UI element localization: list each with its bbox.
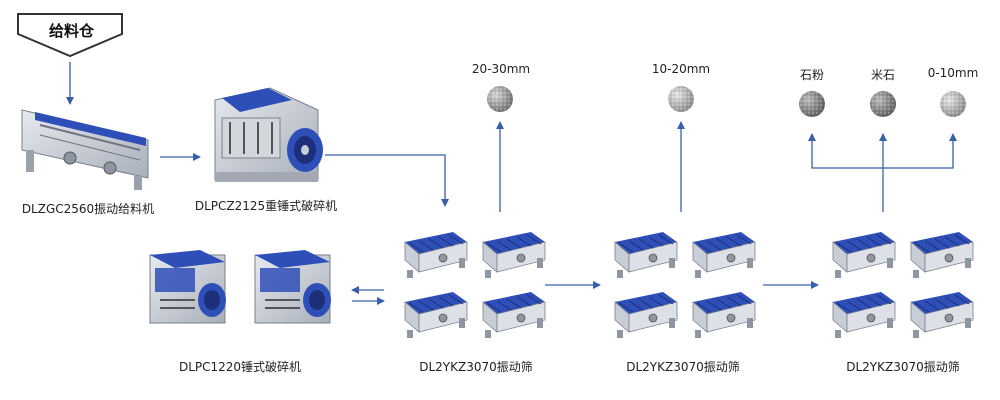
screen-3-label: DL2YKZ3070振动筛 [846, 360, 960, 374]
heavy-hammer-label: DLPCZ2125重锤式破碎机 [194, 199, 338, 213]
heavy-hammer-crusher-image [214, 87, 323, 182]
hammer-crusher-a-image [149, 250, 226, 324]
screen-3-unit-c [832, 292, 896, 338]
product-p1-label: 20-30mm [471, 62, 531, 76]
feeder-machine-image [21, 109, 149, 190]
product-p3-label: 石粉 [799, 68, 825, 82]
screen-3-unit-a [832, 232, 896, 278]
screen-2-label: DL2YKZ3070振动筛 [626, 360, 740, 374]
screen-3-unit-d [910, 292, 974, 338]
feeder-label: DLZGC2560振动给料机 [21, 202, 155, 216]
screen-2-unit-c [614, 292, 678, 338]
hammer-crusher-b-image [254, 250, 331, 324]
arrow-hammer-to-screen1 [325, 154, 449, 207]
product-stone-p2 [668, 86, 694, 112]
screen-1-label: DL2YKZ3070振动筛 [419, 360, 533, 374]
arrow-to-p3 [808, 133, 883, 169]
product-stone-p3 [799, 91, 825, 117]
screen-1-unit-c [404, 292, 468, 338]
screen-2-unit-b [692, 232, 756, 278]
screen-groups [404, 232, 974, 338]
product-stone-p1 [487, 86, 513, 112]
product-stone-p4 [870, 91, 896, 117]
product-p5-label: 0-10mm [927, 66, 979, 80]
screen-2-unit-a [614, 232, 678, 278]
screen-1-unit-b [482, 232, 546, 278]
product-p4-label: 米石 [870, 68, 896, 82]
feed-bin-box [17, 13, 123, 58]
screen-3-unit-b [910, 232, 974, 278]
screen-2-unit-d [692, 292, 756, 338]
flow-arrows [66, 62, 957, 305]
product-stone-p5 [940, 91, 966, 117]
feed-bin-label: 给料仓 [49, 22, 95, 40]
hammer-crusher-label: DLPC1220锤式破碎机 [178, 360, 302, 374]
screen-1-unit-a [404, 232, 468, 278]
product-p2-label: 10-20mm [651, 62, 711, 76]
screen-1-unit-d [482, 292, 546, 338]
arrow-to-p5 [883, 133, 957, 169]
